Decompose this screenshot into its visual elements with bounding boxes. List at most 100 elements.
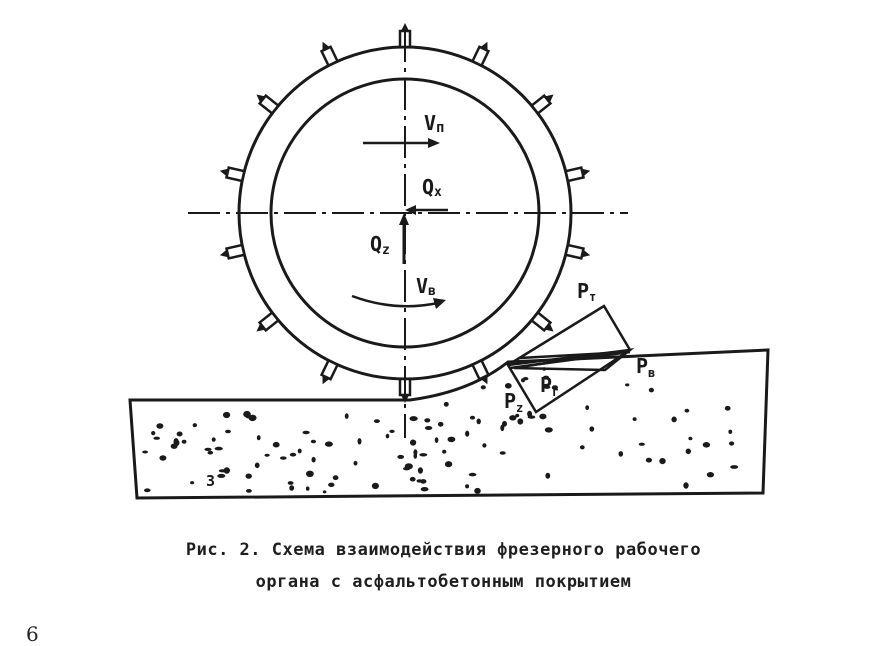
aggregate-dot [214, 446, 223, 451]
aggregate-dot [223, 467, 230, 474]
aggregate-dot [371, 482, 379, 490]
label-vb: Vв [416, 274, 436, 299]
aggregate-dot [543, 375, 549, 380]
aggregate-dot [625, 383, 630, 387]
aggregate-dot [442, 449, 447, 454]
aggregate-dot [447, 436, 456, 443]
aggregate-dot [324, 441, 333, 447]
aggregate-dot [144, 488, 151, 493]
aggregate-dot [207, 450, 214, 455]
aggregate-dot [648, 387, 655, 393]
aggregate-dot [724, 405, 731, 411]
aggregate-dot [409, 476, 416, 482]
aggregate-dot [424, 418, 431, 423]
aggregate-dot [332, 475, 339, 481]
small-mark: 3 [206, 472, 215, 490]
aggregate-dots [142, 367, 739, 494]
aggregate-dot [357, 438, 362, 445]
aggregate-dot [403, 467, 411, 471]
aggregate-dot [151, 431, 156, 436]
aggregate-dot [443, 401, 449, 407]
asphalt-layer [128, 348, 770, 500]
aggregate-dot [618, 451, 624, 457]
aggregate-dot [176, 431, 183, 437]
cutter-tooth [319, 358, 340, 385]
aggregate-dot [243, 410, 251, 418]
aggregate-dot [468, 472, 477, 477]
aggregate-dot [385, 433, 390, 439]
force-diagram [506, 304, 635, 414]
aggregate-dot [413, 453, 418, 459]
cutter-tooth [529, 93, 554, 116]
aggregate-dot [181, 439, 187, 444]
aggregate-dot [539, 413, 547, 420]
aggregate-dot [254, 462, 260, 469]
aggregate-dot [373, 419, 380, 423]
aggregate-dot [688, 436, 693, 441]
aggregate-dot [246, 489, 252, 493]
label-vn: Vп [424, 111, 444, 136]
cutter-tooth [470, 358, 491, 385]
aggregate-dot [287, 481, 294, 485]
aggregate-dot [482, 443, 487, 448]
aggregate-dot [645, 457, 653, 463]
aggregate-dot [289, 485, 295, 491]
aggregate-dot [515, 413, 520, 418]
aggregate-dot [173, 438, 179, 445]
aggregate-dot [225, 429, 231, 434]
aggregate-dot [469, 415, 476, 420]
aggregate-dot [272, 441, 280, 448]
aggregate-dot [702, 442, 711, 448]
cutter-tooth [319, 41, 340, 68]
qz-arrow [399, 213, 409, 264]
aggregate-dot [310, 439, 316, 444]
aggregate-dot [419, 453, 428, 457]
aggregate-dot [638, 442, 645, 446]
aggregate-dot [142, 450, 149, 454]
aggregate-dot [297, 448, 302, 454]
cutter-tooth [219, 243, 246, 260]
aggregate-dot [543, 385, 551, 389]
aggregate-dot [289, 452, 297, 457]
aggregate-dot [499, 451, 506, 455]
aggregate-dot [397, 454, 405, 459]
label-qz: Qz [370, 232, 390, 258]
aggregate-dot [192, 423, 197, 428]
aggregate-dot [545, 472, 551, 479]
aggregate-dot [521, 378, 525, 383]
cutter-tooth [564, 166, 591, 183]
cutter-tooth [256, 93, 281, 116]
aggregate-dot [417, 467, 423, 474]
aggregate-dot [280, 456, 287, 460]
aggregate-dot [444, 461, 453, 468]
aggregate-dot [730, 465, 739, 469]
label-pz: Pz [504, 389, 523, 415]
aggregate-dot [476, 418, 481, 425]
aggregate-dot [389, 429, 395, 433]
aggregate-dot [204, 447, 212, 451]
aggregate-dot [465, 430, 470, 437]
aggregate-dot [223, 411, 231, 419]
cutter-tooth [256, 310, 281, 333]
aggregate-dot [156, 423, 164, 429]
aggregate-dot [729, 441, 735, 446]
aggregate-dot [264, 453, 270, 457]
cutter-tooth [529, 310, 554, 333]
aggregate-dot [344, 413, 349, 419]
aggregate-dot [410, 439, 417, 446]
aggregate-dot [544, 427, 553, 433]
caption-line-2: органа с асфальтобетонным покрытием [255, 572, 632, 592]
aggregate-dot [305, 486, 310, 491]
aggregate-dot [671, 416, 677, 423]
aggregate-dot [659, 458, 666, 465]
cutter-tooth [564, 243, 591, 260]
aggregate-dot [328, 482, 335, 487]
aggregate-dot [527, 415, 536, 419]
aggregate-dot [589, 426, 595, 432]
label-pt: Pт [577, 279, 596, 304]
aggregate-dot [409, 416, 418, 422]
aggregate-dot [424, 426, 433, 430]
aggregate-dot [245, 473, 252, 479]
aggregate-dot [509, 415, 517, 421]
caption-line-1: Рис. 2. Схема взаимодействия фрезерного … [185, 540, 702, 560]
